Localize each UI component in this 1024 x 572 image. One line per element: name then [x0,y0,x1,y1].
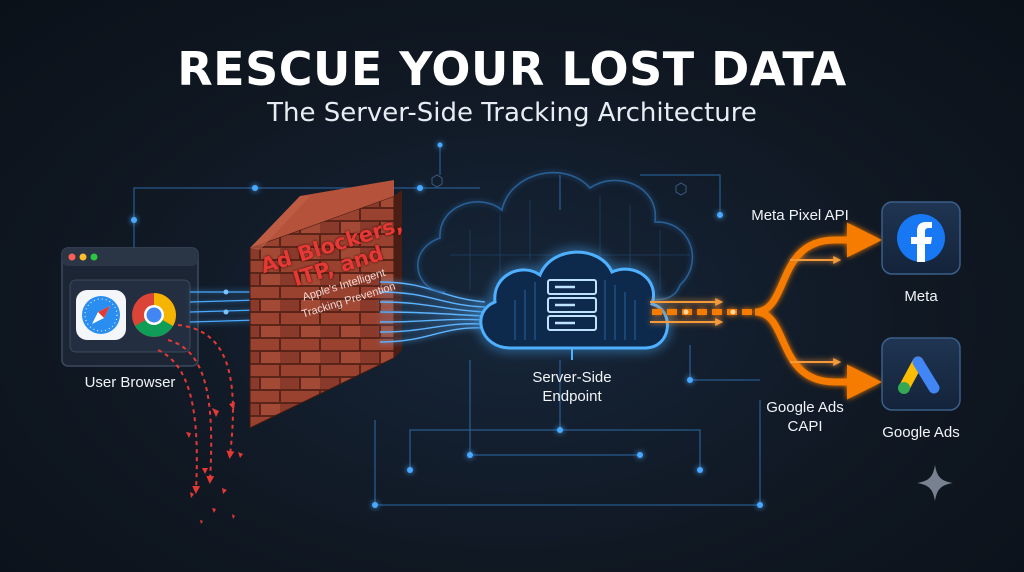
blocked-fragments [186,402,243,524]
sparkle-icon [917,465,953,501]
server-stack-icon [547,279,597,331]
user-browser-label: User Browser [84,374,176,391]
browser-maximize-dot [90,253,98,261]
page-title: RESCUE YOUR LOST DATA [177,42,847,96]
safari-icon [76,290,126,340]
meta-pixel-api-label: Meta Pixel API [751,207,849,224]
meta-destination-label: Meta [904,288,938,305]
google-ads-tile [881,337,961,411]
filtered-streams [379,281,486,343]
chrome-icon [132,293,176,337]
browser-close-dot [68,253,76,261]
google-ads-destination-label: Google Ads [882,424,960,441]
browser-line-nodes [223,289,229,315]
google-ads-capi-label-line2: CAPI [787,418,823,435]
browser-minimize-dot [79,253,87,261]
hex-accents [431,174,687,196]
server-endpoint-label: Server-Side Endpoint [492,368,652,406]
meta-tile [881,201,961,275]
server-endpoint-label-line1: Server-Side [532,369,612,386]
google-ads-icon [898,356,940,394]
user-browser-window [61,247,199,367]
blocked-data-paths [157,324,235,494]
server-cloud [479,250,669,350]
facebook-icon [897,214,945,262]
server-endpoint-label-line2: Endpoint [542,388,602,405]
orange-output-flows [650,222,882,400]
server-cloud-data-rain [514,280,636,340]
outer-cloud [417,172,694,301]
page-subtitle: The Server-Side Tracking Architecture [267,98,757,128]
browser-outgoing-lines [189,291,259,323]
circuit-nodes [131,142,763,508]
google-ads-capi-label-line1: Google Ads [766,399,844,416]
google-ads-capi-label: Google Ads CAPI [740,398,870,436]
firewall-brick-wall [249,180,402,429]
orange-flow-nodes [683,309,736,315]
